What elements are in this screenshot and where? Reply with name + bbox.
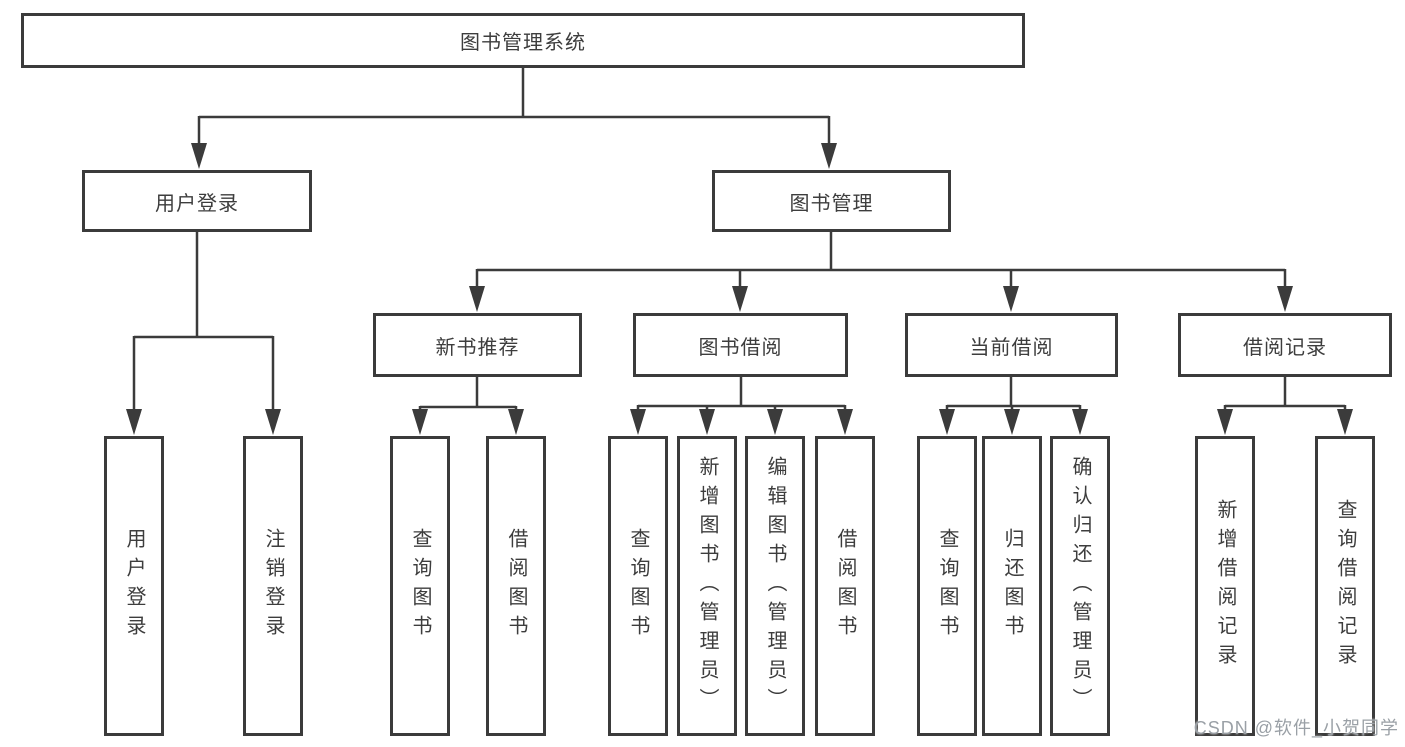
node-label: 用户登录: [123, 528, 145, 644]
node-label: 图书管理系统: [460, 32, 586, 54]
node-label: 借阅记录: [1243, 336, 1327, 359]
node-label: 图书借阅: [698, 336, 783, 359]
node-label: 查询图书: [409, 528, 431, 644]
node-label: 用户登录: [155, 192, 239, 215]
leaf-query-borrow-record: 查询借阅记录: [1315, 436, 1375, 736]
node-label: 借阅图书: [834, 528, 856, 644]
node-label: 新增借阅记录: [1214, 499, 1236, 673]
node-label: 图书管理: [789, 192, 874, 215]
leaf-add-book-admin: 新增图书（管理员）: [677, 436, 737, 736]
leaf-user-login: 用户登录: [104, 436, 164, 736]
node-label: 注销登录: [262, 528, 284, 644]
node-label: 当前借阅: [969, 336, 1054, 359]
node-label: 查询借阅记录: [1334, 499, 1356, 673]
arrowheads: [126, 143, 1353, 435]
leaf-query-books-borrowing: 查询图书: [608, 436, 668, 736]
node-user-login: 用户登录: [82, 170, 312, 232]
leaf-return-books: 归还图书: [982, 436, 1042, 736]
node-label: 归还图书: [1001, 528, 1023, 644]
leaf-edit-book-admin: 编辑图书（管理员）: [745, 436, 805, 736]
node-label: 确认归还（管理员）: [1069, 455, 1091, 717]
leaf-confirm-return-admin: 确认归还（管理员）: [1050, 436, 1110, 736]
node-current-borrowing: 当前借阅: [905, 313, 1118, 377]
node-borrow-records: 借阅记录: [1178, 313, 1392, 377]
leaf-query-books-current: 查询图书: [917, 436, 977, 736]
node-label: 新增图书（管理员）: [696, 455, 718, 717]
node-label: 借阅图书: [505, 528, 527, 644]
leaf-add-borrow-record: 新增借阅记录: [1195, 436, 1255, 736]
leaf-query-books-recommend: 查询图书: [390, 436, 450, 736]
csdn-watermark: CSDN @软件_小贺同学: [1193, 718, 1399, 738]
node-library-management-system: 图书管理系统: [21, 13, 1025, 68]
leaf-logout: 注销登录: [243, 436, 303, 736]
node-label: 新书推荐: [435, 336, 520, 359]
node-book-borrowing: 图书借阅: [633, 313, 848, 377]
node-new-book-recommend: 新书推荐: [373, 313, 582, 377]
node-label: 编辑图书（管理员）: [764, 455, 786, 717]
leaf-borrow-books-recommend: 借阅图书: [486, 436, 546, 736]
leaf-borrow-books: 借阅图书: [815, 436, 875, 736]
node-book-management: 图书管理: [712, 170, 951, 232]
node-label: 查询图书: [936, 528, 958, 644]
node-label: 查询图书: [627, 528, 649, 644]
